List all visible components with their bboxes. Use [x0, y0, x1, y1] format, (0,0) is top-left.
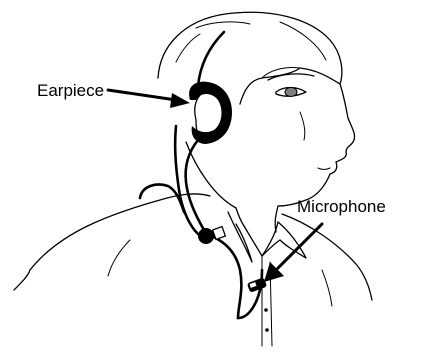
headband: [198, 32, 224, 86]
microphone-clip: [247, 277, 267, 293]
neck-outline: [186, 142, 278, 232]
microphone-label: Microphone: [297, 198, 386, 215]
earpiece-arrow: [108, 90, 190, 108]
microphone-arrow: [264, 224, 322, 282]
face-profile: [268, 74, 355, 206]
headset-cable: [140, 126, 262, 318]
eye: [276, 88, 306, 97]
hair-outline: [158, 12, 342, 104]
shirt-outline: [14, 194, 372, 346]
earpiece-cup: [189, 82, 232, 144]
earpiece-label: Earpiece: [37, 82, 104, 99]
